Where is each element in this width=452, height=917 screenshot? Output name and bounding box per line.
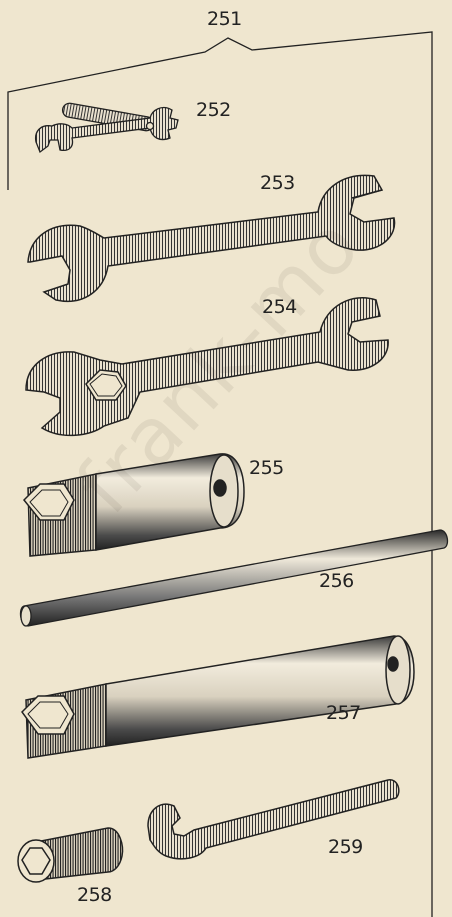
spanner-254 — [25, 297, 389, 437]
tommy-bar-256 — [19, 529, 449, 627]
frame-lines — [7, 31, 433, 917]
label-257: 257 — [326, 702, 361, 724]
label-259: 259 — [328, 836, 363, 858]
label-255: 255 — [249, 457, 284, 479]
label-256: 256 — [319, 570, 354, 592]
label-254: 254 — [262, 296, 297, 318]
label-253: 253 — [260, 172, 295, 194]
label-252: 252 — [196, 99, 231, 121]
spanner-252 — [34, 102, 179, 154]
box-spanner-255 — [22, 453, 245, 557]
spanner-259 — [147, 779, 400, 860]
label-258: 258 — [77, 884, 112, 906]
socket-258 — [17, 827, 124, 883]
box-spanner-257 — [21, 635, 415, 759]
spanner-253 — [27, 174, 396, 302]
label-251: 251 — [207, 8, 242, 30]
